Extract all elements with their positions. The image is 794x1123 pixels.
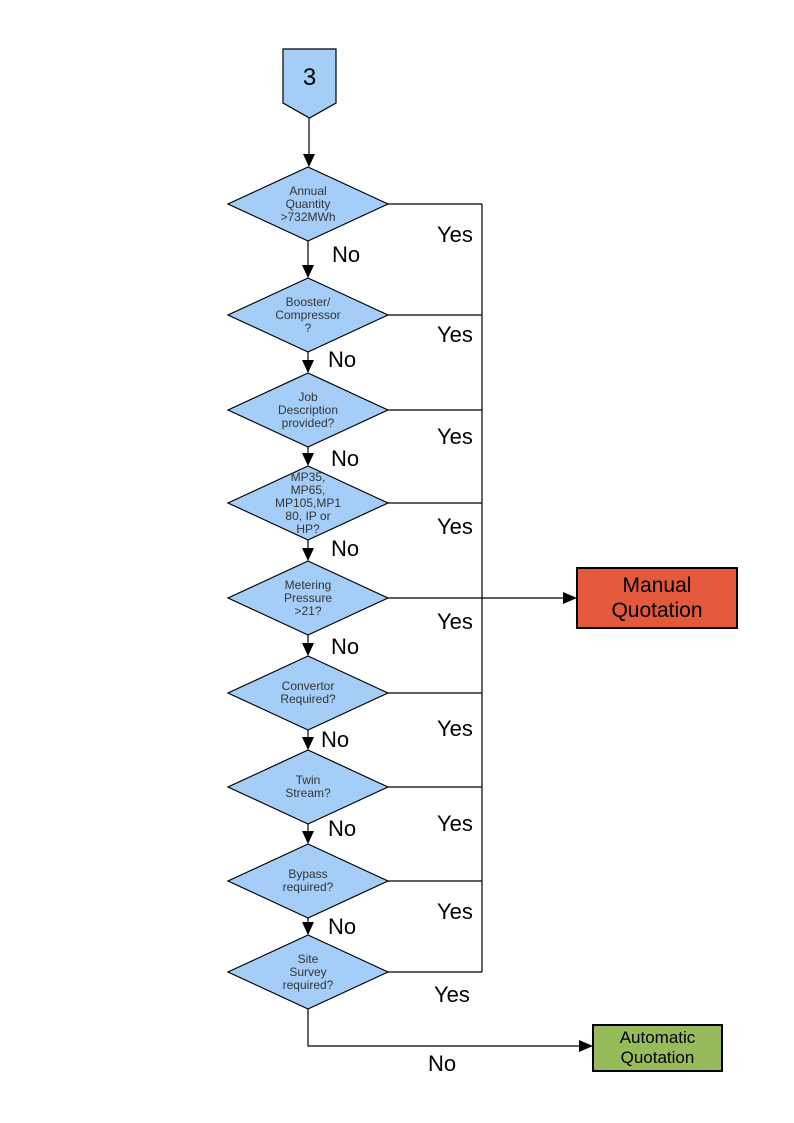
yes-label-job-description: Yes — [437, 424, 473, 449]
offpage-connector-label: 3 — [302, 64, 317, 91]
arrowhead-down — [302, 737, 314, 750]
decision-convertor-required-shape — [226, 655, 390, 731]
arrowhead-right — [563, 592, 577, 604]
yes-label-annual-quantity: Yes — [437, 222, 473, 247]
decision-site-survey-shape — [226, 934, 390, 1010]
arrowhead-down — [302, 453, 314, 466]
no-label-job-description: No — [331, 446, 360, 471]
manual-quotation-label: Manual Quotation — [611, 574, 703, 622]
decision-annual-quantity-label: Annual Quantity >732MWh — [280, 183, 336, 224]
decision-metering-pressure-label: Metering Pressure >21? — [283, 577, 333, 618]
decision-bypass-required-shape — [226, 843, 390, 919]
decision-booster-compressor-label: Booster/ Compressor ? — [275, 294, 341, 335]
automatic-quotation-label: Automatic Quotation — [619, 1028, 696, 1067]
automatic-quotation-shape — [592, 1024, 723, 1072]
yes-label-bypass-required: Yes — [437, 899, 473, 924]
yes-label-metering-pressure: Yes — [437, 609, 473, 634]
no-label-bypass-required: No — [328, 914, 357, 939]
arrowhead-down — [302, 643, 314, 656]
no-label-metering-pressure: No — [331, 634, 360, 659]
decision-booster-compressor-shape — [226, 277, 390, 353]
arrowhead-down — [302, 831, 314, 844]
arrowhead-down — [302, 922, 314, 935]
yes-label-convertor-required: Yes — [437, 716, 473, 741]
no-label-twin-stream: No — [328, 816, 357, 841]
arrowhead-down — [302, 548, 314, 561]
decision-annual-quantity-shape — [226, 166, 390, 242]
decision-job-description-label: Job Description provided? — [277, 389, 339, 430]
decision-site-survey-label: Site Survey required? — [282, 951, 334, 992]
edge-to-automatic — [307, 1009, 581, 1047]
decision-shapes — [226, 166, 390, 1010]
offpage-connector-shape — [282, 48, 337, 119]
arrowhead-down — [302, 265, 314, 278]
automatic-flow-line — [307, 1009, 593, 1052]
decision-job-description-shape — [226, 372, 390, 448]
decision-convertor-required-label: Convertor Required? — [280, 679, 336, 706]
arrowhead-right — [579, 1040, 593, 1052]
yes-label-pressure-tier: Yes — [437, 514, 473, 539]
no-label-convertor-required: No — [321, 727, 350, 752]
no-label-booster-compressor: No — [328, 347, 357, 372]
no-label-site-survey: No — [428, 1051, 457, 1076]
no-label-annual-quantity: No — [332, 242, 361, 267]
decision-pressure-tier-shape — [226, 465, 390, 541]
yes-flow-lines — [388, 203, 577, 973]
no-label-pressure-tier: No — [331, 536, 360, 561]
decision-bypass-required-label: Bypass required? — [282, 867, 334, 894]
decision-pressure-tier-label: MP35, MP65, MP105,MP1 80, IP or HP? — [274, 469, 342, 536]
arrowhead-down — [303, 154, 315, 167]
yes-label-twin-stream: Yes — [437, 811, 473, 836]
arrowhead-down — [302, 360, 314, 373]
decision-metering-pressure-shape — [226, 560, 390, 636]
manual-quotation-shape — [576, 567, 738, 629]
decision-twin-stream-label: Twin Stream? — [285, 773, 331, 800]
decision-twin-stream-shape — [226, 749, 390, 825]
yes-label-booster-compressor: Yes — [437, 322, 473, 347]
no-flow-arrows — [302, 118, 315, 935]
yes-label-site-survey: Yes — [434, 982, 470, 1007]
